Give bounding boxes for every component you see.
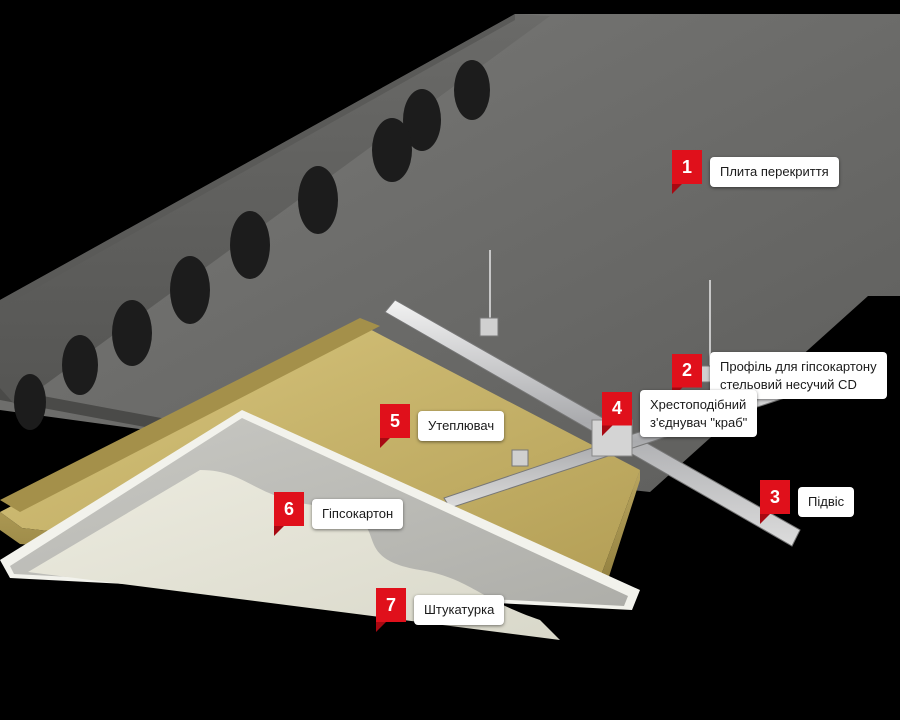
callout-3: 3 Підвіс <box>760 480 855 524</box>
callout-number: 6 <box>274 492 304 526</box>
callout-number: 3 <box>760 480 790 514</box>
callout-5: 5 Утеплювач <box>380 404 505 448</box>
slab-hollow-cores <box>14 60 490 430</box>
callout-label: Профіль для гіпсокартону стельовий несуч… <box>710 352 887 400</box>
callout-7: 7 Штукатурка <box>376 588 505 632</box>
callout-label: Утеплювач <box>418 411 505 441</box>
callout-number: 4 <box>602 391 632 426</box>
callout-number: 7 <box>376 588 406 622</box>
callout-number: 5 <box>380 404 410 438</box>
callout-label: Плита перекриття <box>710 157 839 187</box>
callout-label: Підвіс <box>798 487 855 517</box>
callout-label: Штукатурка <box>414 595 505 625</box>
callout-label: Гіпсокартон <box>312 499 404 529</box>
callout-4: 4 Хрестоподібний з'єднувач "краб" <box>602 390 758 438</box>
callout-number: 1 <box>672 150 702 184</box>
callout-1: 1 Плита перекриття <box>672 150 839 194</box>
callout-number: 2 <box>672 353 702 388</box>
callout-6: 6 Гіпсокартон <box>274 492 404 536</box>
callout-label: Хрестоподібний з'єднувач "краб" <box>640 390 758 438</box>
